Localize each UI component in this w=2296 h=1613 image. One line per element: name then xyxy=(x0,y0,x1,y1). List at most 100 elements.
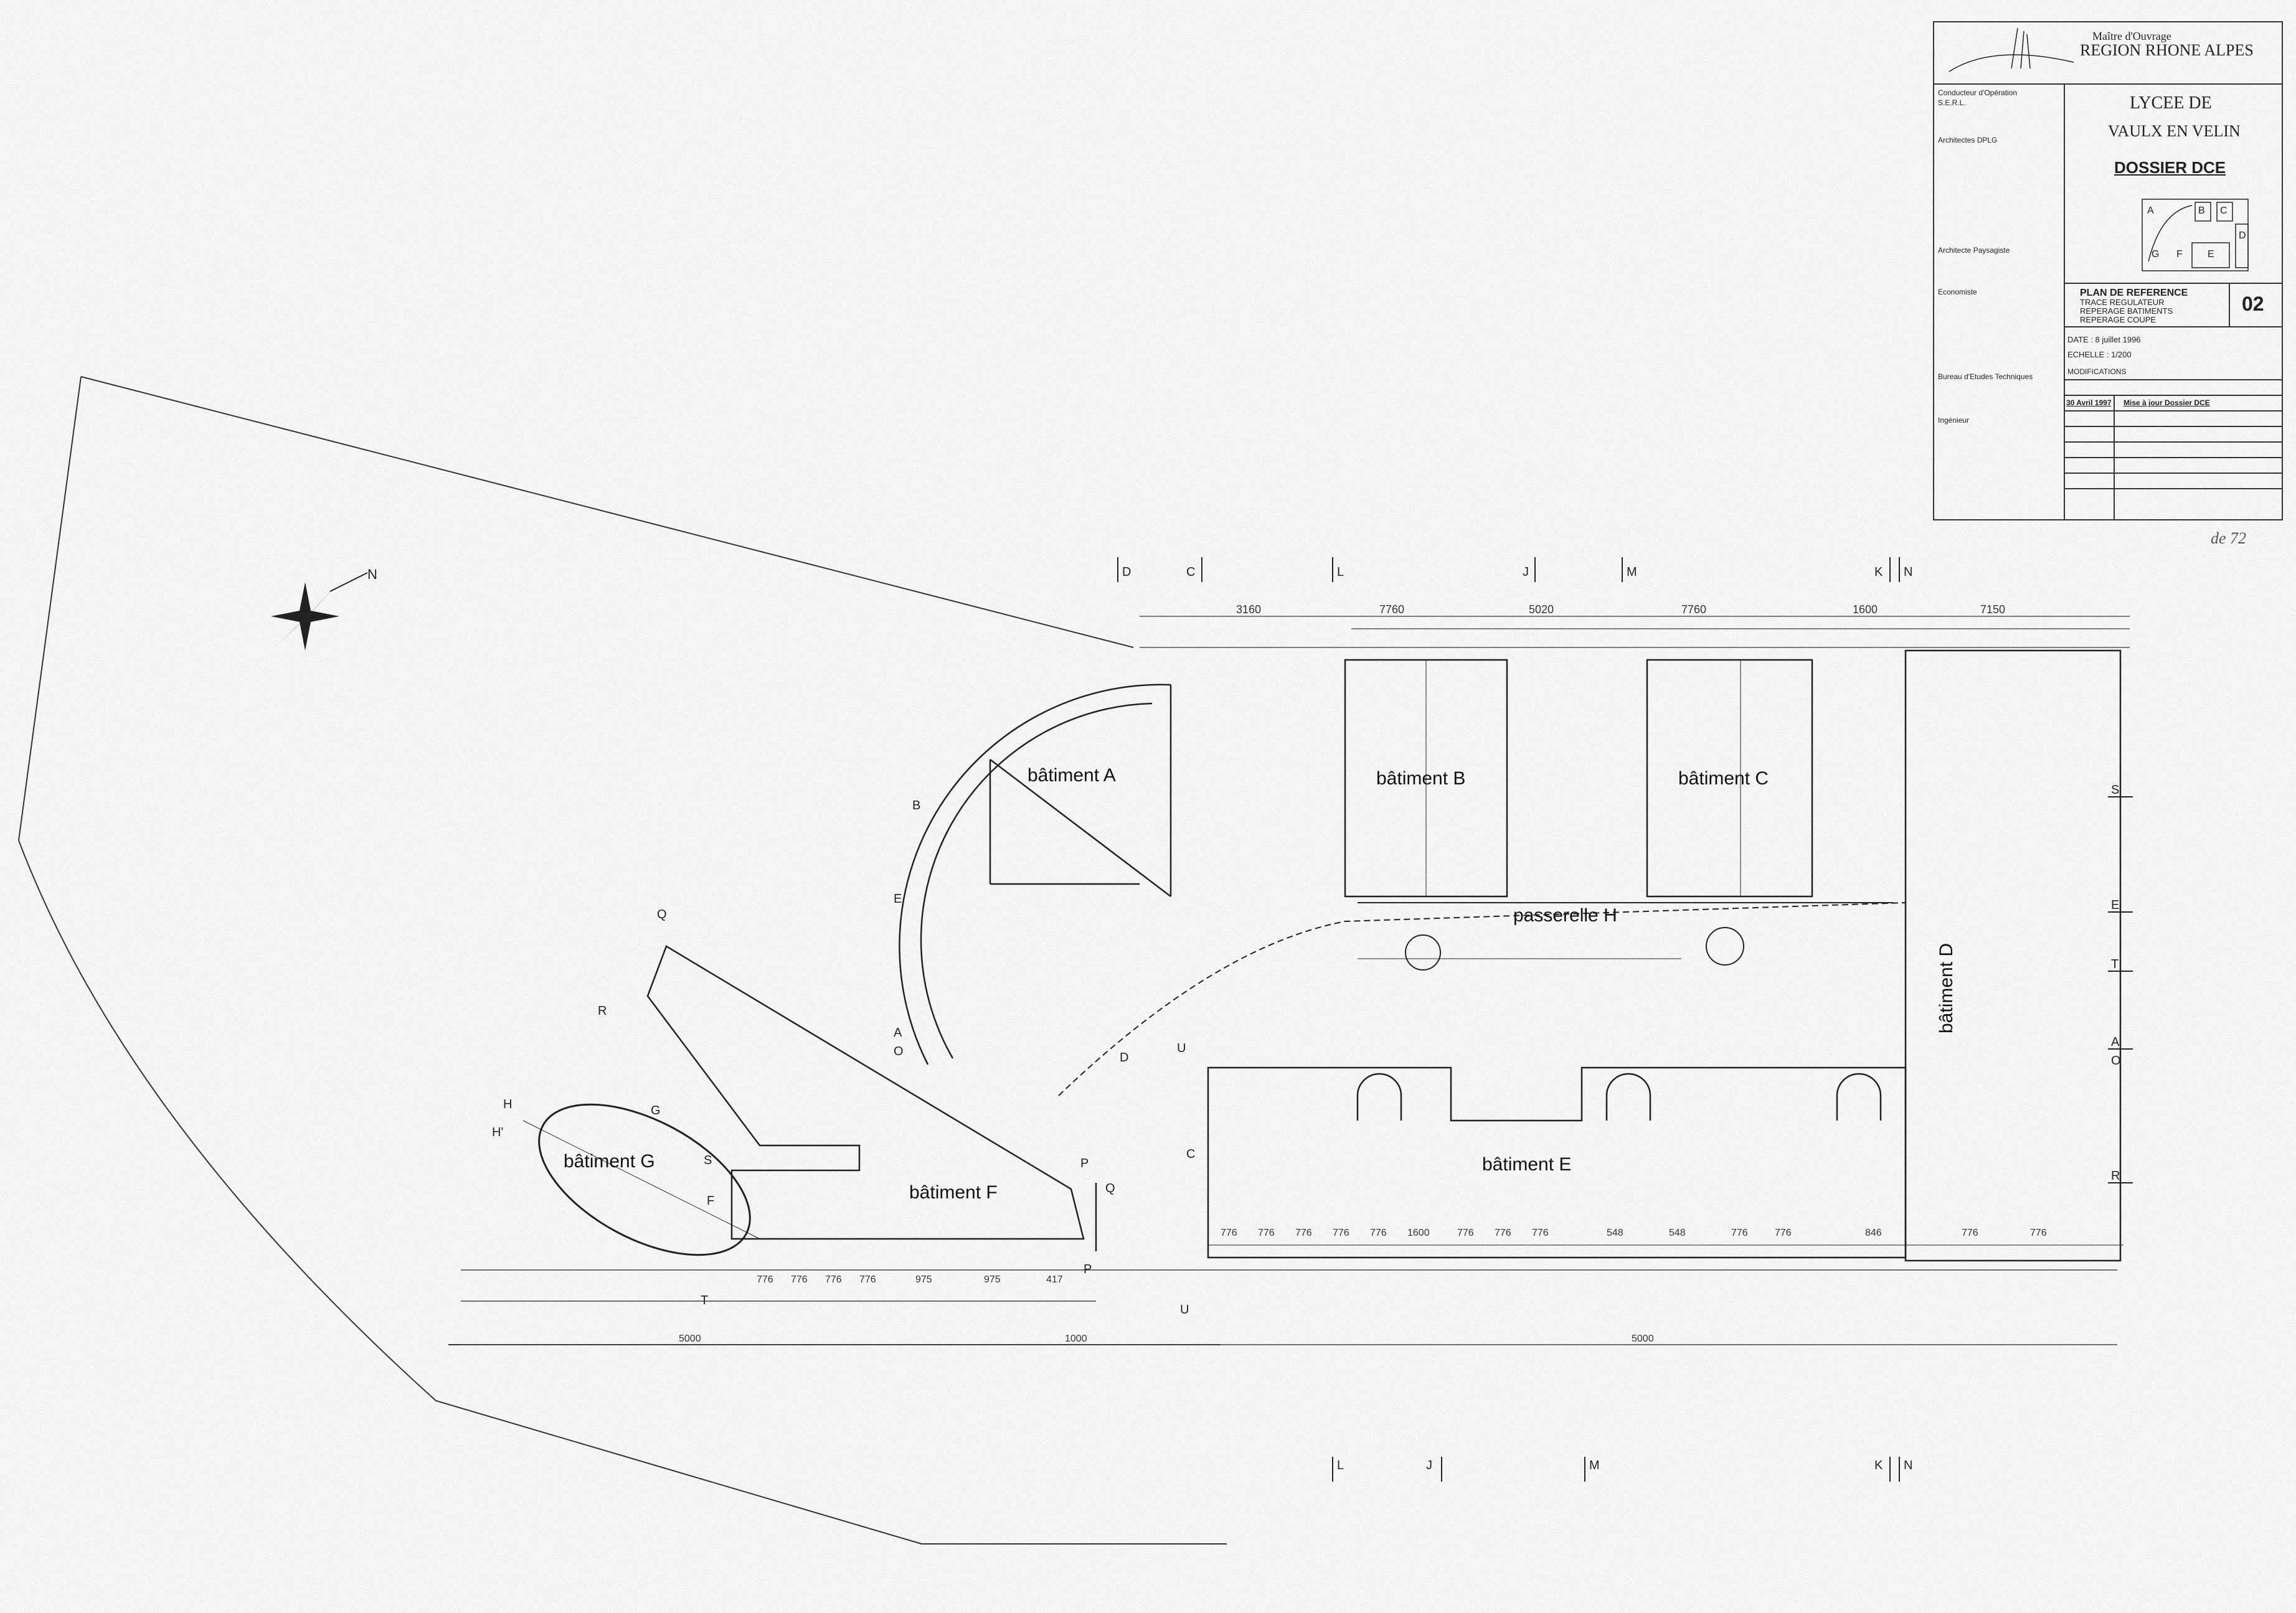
section-marker-label: E xyxy=(2111,898,2119,912)
owner-caption: Maître d'Ouvrage xyxy=(2092,30,2171,42)
dim-b-11: 548 xyxy=(1669,1228,1686,1238)
bottom-dimension-lines xyxy=(461,1269,2117,1345)
sheet-stamp: de 72 xyxy=(2211,529,2247,547)
project-line-1: LYCEE DE xyxy=(2130,93,2212,113)
team-name-1: S.E.R.L. xyxy=(1938,98,1966,107)
marker-a: A xyxy=(894,1026,902,1040)
marker-c: C xyxy=(1186,1147,1195,1161)
title-block xyxy=(1933,21,2283,520)
section-markers-right: S E T AO R xyxy=(2108,783,2133,1183)
project-line-2: VAULX EN VELIN xyxy=(2108,122,2241,140)
section-marker-label: S xyxy=(2111,783,2119,797)
section-marker-label: C xyxy=(1186,565,1195,579)
dim-2: 7760 xyxy=(1379,603,1404,616)
top-dimension-values: 3160 7760 5020 7760 1600 7150 xyxy=(1236,603,2005,616)
section-marker: S xyxy=(2108,783,2133,797)
dim-4: 7760 xyxy=(1681,603,1706,616)
label-batiment-f: bâtiment F xyxy=(909,1182,998,1203)
dim-5: 1600 xyxy=(1853,603,1878,616)
label-batiment-d: bâtiment D xyxy=(1936,943,1957,1033)
section-marker-label: A xyxy=(2111,1035,2120,1049)
section-marker-label: N xyxy=(1904,1459,1912,1472)
section-markers-top: D C L J M K N xyxy=(1117,557,1912,582)
passerelle-h xyxy=(1058,902,1906,1096)
drawing-title-4: REPERAGE COUPE xyxy=(2080,315,2157,324)
batiment-f xyxy=(646,945,1097,1251)
label-batiment-b: bâtiment B xyxy=(1376,768,1465,789)
batiment-g xyxy=(522,1103,760,1256)
marker-s: S xyxy=(704,1154,712,1167)
drawing-title-2: TRACE REGULATEUR xyxy=(2080,298,2165,307)
section-marker-label: M xyxy=(1627,565,1637,579)
dim-b-9: 776 xyxy=(1532,1228,1549,1238)
region-logo xyxy=(1949,27,2074,72)
drawing-scale: ECHELLE : 1/200 xyxy=(2067,350,2132,359)
section-marker: J xyxy=(1523,557,1536,582)
section-marker: N xyxy=(1899,1457,1912,1482)
section-marker: R xyxy=(2108,1169,2133,1183)
batiment-e xyxy=(1207,1066,2124,1259)
marker-h-prime: H' xyxy=(492,1126,503,1139)
dim-3: 5020 xyxy=(1529,603,1554,616)
section-marker: L xyxy=(1332,1457,1344,1482)
section-marker-label: N xyxy=(1904,565,1912,579)
section-marker-label: K xyxy=(1874,565,1883,579)
key-letter-f: F xyxy=(2176,249,2183,260)
marker-q: Q xyxy=(657,908,667,921)
dim-b-15: 776 xyxy=(1962,1228,1978,1238)
section-marker-label: J xyxy=(1426,1459,1432,1472)
owner-name: REGION RHONE ALPES xyxy=(2080,41,2254,59)
section-marker: C xyxy=(1186,557,1202,582)
team-role-1: Conducteur d'Opération xyxy=(1938,88,2018,97)
dim-b-12: 776 xyxy=(1731,1228,1748,1238)
team-role-4: Economiste xyxy=(1938,288,1977,296)
marker-o: O xyxy=(894,1045,904,1058)
key-letter-g: G xyxy=(2152,249,2160,260)
section-marker: L xyxy=(1332,557,1344,582)
dim-f-3: 776 xyxy=(825,1274,842,1285)
dim-b-3: 776 xyxy=(1295,1228,1312,1238)
key-plan xyxy=(2142,199,2249,271)
marker-p2: P xyxy=(1084,1263,1092,1276)
marker-f: F xyxy=(707,1194,714,1208)
marker-p: P xyxy=(1080,1157,1089,1170)
north-arrow: N xyxy=(271,567,377,651)
dim-b-4: 776 xyxy=(1333,1228,1349,1238)
section-marker: T xyxy=(2108,957,2133,972)
label-batiment-c: bâtiment C xyxy=(1678,768,1769,789)
section-marker: M xyxy=(1584,1457,1600,1482)
dim-b-2: 776 xyxy=(1258,1228,1275,1238)
section-marker: E xyxy=(2108,898,2133,913)
team-role-5: Bureau d'Etudes Techniques xyxy=(1938,372,2033,381)
dim-6: 7150 xyxy=(1980,603,2005,616)
top-dimension-lines xyxy=(1140,616,2130,648)
section-markers-misc: B E Q R H H' G F S A O D U C P Q T U P xyxy=(492,799,1195,1317)
bottom-dimension-values: 776 776 776 776 776 1600 776 776 776 548… xyxy=(679,1228,2047,1344)
section-marker-label: J xyxy=(1523,565,1529,579)
section-markers-bottom: L J M K N xyxy=(1332,1457,1912,1482)
section-marker-label: K xyxy=(1874,1459,1883,1472)
batiment-c xyxy=(1646,659,1813,898)
section-marker: K xyxy=(1874,1457,1891,1482)
label-passerelle-h: passerelle H xyxy=(1513,905,1617,926)
label-batiment-g: bâtiment G xyxy=(564,1151,655,1172)
dossier-title: DOSSIER DCE xyxy=(2114,158,2226,177)
revision-note: Mise à jour Dossier DCE xyxy=(2124,398,2210,407)
dim-overall-2: 1000 xyxy=(1065,1333,1087,1344)
dim-f-2: 776 xyxy=(791,1274,808,1285)
batiment-b xyxy=(1344,659,1508,898)
drawing-date: DATE : 8 juillet 1996 xyxy=(2067,335,2141,344)
section-marker: K xyxy=(1874,557,1891,582)
drawing-title-1: PLAN DE REFERENCE xyxy=(2080,288,2188,298)
marker-d: D xyxy=(1120,1051,1128,1065)
section-marker-label: T xyxy=(2111,957,2119,971)
sheet-number: 02 xyxy=(2242,293,2264,315)
label-batiment-e: bâtiment E xyxy=(1482,1154,1571,1175)
key-letter-c: C xyxy=(2220,205,2227,216)
marker-g: G xyxy=(651,1104,661,1117)
dim-b-16: 776 xyxy=(2030,1228,2047,1238)
dim-1: 3160 xyxy=(1236,603,1261,616)
dim-f-1: 776 xyxy=(757,1274,773,1285)
